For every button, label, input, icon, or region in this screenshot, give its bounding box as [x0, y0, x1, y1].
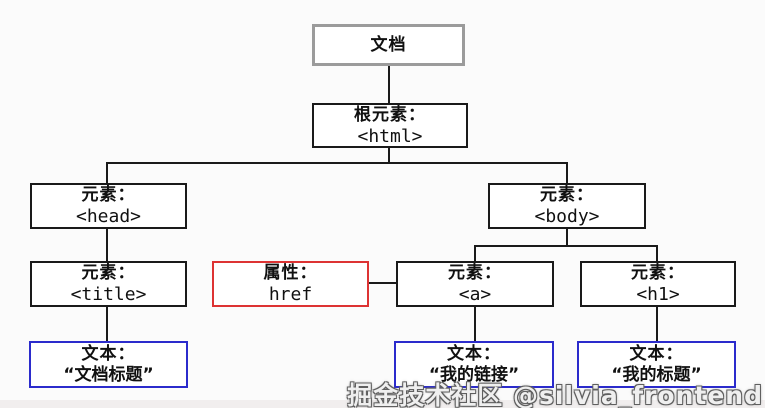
- a-text-node-label: 文本：: [447, 343, 501, 364]
- h1-text-node-value: “我的标题”: [611, 364, 702, 385]
- connector-h1-text: [656, 307, 658, 341]
- h1-element-node-tag: <h1>: [636, 284, 680, 305]
- bottom-strip: [0, 400, 765, 408]
- head-element-node-label: 元素：: [81, 185, 136, 205]
- href-attribute-node-value: href: [268, 284, 313, 305]
- href-attribute-node: 属性： href: [212, 261, 369, 307]
- head-element-node-tag: <head>: [75, 206, 142, 227]
- connector-title-text: [106, 307, 108, 341]
- title-text-node-value: “文档标题”: [63, 364, 154, 385]
- title-element-node-tag: <title>: [70, 284, 147, 305]
- watermark: 掘金技术社区 @silvia_frontend: [347, 381, 763, 408]
- head-element-node: 元素： <head>: [30, 183, 187, 229]
- h1-text-node-label: 文本：: [629, 343, 684, 364]
- a-text-node: 文本： “我的链接”: [394, 341, 554, 388]
- body-element-node-tag: <body>: [534, 206, 600, 227]
- connector-html-split: [106, 162, 568, 164]
- h1-element-node-label: 元素：: [631, 263, 685, 283]
- title-text-node-label: 文本：: [81, 343, 136, 364]
- body-element-node-label: 元素：: [540, 185, 594, 205]
- document-node: 文档: [312, 24, 465, 66]
- connector-body-split: [474, 245, 658, 247]
- h1-element-node: 元素： <h1>: [580, 261, 736, 307]
- body-element-node: 元素： <body>: [488, 183, 646, 229]
- connector-to-a: [474, 245, 476, 261]
- document-node-label: 文档: [370, 34, 407, 55]
- title-element-node-label: 元素：: [81, 263, 136, 283]
- a-element-node: 元素： <a>: [396, 261, 554, 307]
- connector-a-text: [474, 307, 476, 341]
- h1-text-node: 文本： “我的标题”: [577, 341, 736, 388]
- a-text-node-value: “我的链接”: [428, 364, 520, 385]
- href-attribute-node-label: 属性：: [263, 263, 318, 283]
- a-element-node-label: 元素：: [448, 263, 502, 283]
- connector-doc-html: [388, 66, 390, 103]
- title-text-node: 文本： “文档标题”: [29, 341, 188, 388]
- connector-href-a: [369, 282, 396, 284]
- connector-to-body: [566, 162, 568, 183]
- connector-to-head: [106, 162, 108, 183]
- title-element-node: 元素： <title>: [30, 261, 187, 307]
- connector-head-title: [106, 229, 108, 261]
- connector-html-down: [388, 148, 390, 164]
- a-element-node-tag: <a>: [458, 284, 492, 305]
- html-root-node: 根元素： <html>: [312, 103, 468, 148]
- connector-to-h1: [656, 245, 658, 261]
- html-root-node-label: 根元素：: [354, 104, 426, 125]
- connector-body-down: [566, 229, 568, 247]
- html-root-node-tag: <html>: [357, 125, 423, 147]
